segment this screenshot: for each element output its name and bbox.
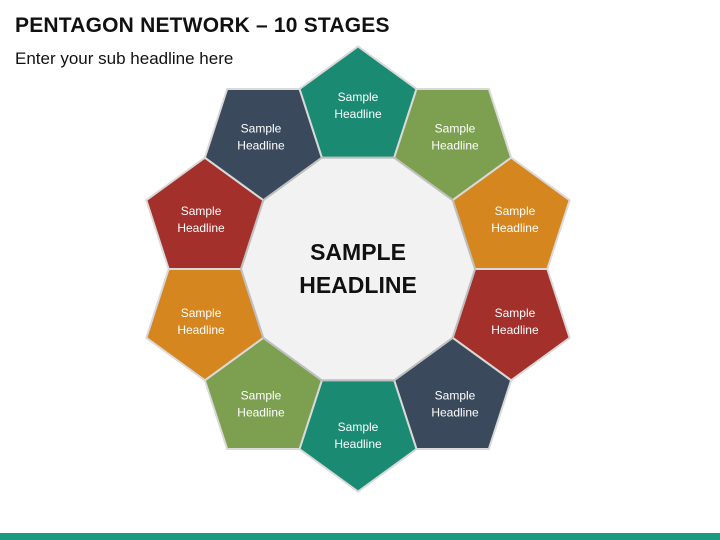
stage-label-line1: Sample (181, 306, 222, 320)
center-decagon (239, 156, 477, 382)
slide-title: PENTAGON NETWORK – 10 STAGES (15, 14, 390, 37)
stage-label-line1: Sample (435, 121, 476, 135)
stage-label-line2: Headline (237, 138, 285, 152)
stage-label-line1: Sample (338, 90, 379, 104)
stage-label-line2: Headline (334, 437, 382, 451)
stage-label-line2: Headline (431, 406, 479, 420)
stage-label-line2: Headline (431, 138, 479, 152)
stage-label-line1: Sample (181, 204, 222, 218)
stage-label-line1: Sample (495, 204, 536, 218)
stage-label-line2: Headline (177, 221, 225, 235)
stage-label-line2: Headline (491, 323, 539, 337)
stage-label-line2: Headline (237, 406, 285, 420)
stage-label-line2: Headline (334, 107, 382, 121)
stage-label-line1: Sample (495, 306, 536, 320)
center-headline-line2: HEADLINE (299, 272, 417, 298)
stage-label-line2: Headline (491, 221, 539, 235)
center-headline-line1: SAMPLE (310, 239, 406, 265)
stage-label-line2: Headline (177, 323, 225, 337)
stage-label-line1: Sample (241, 389, 282, 403)
stages-layer: SampleHeadlineSampleHeadlineSampleHeadli… (145, 45, 571, 493)
stage-label-line1: Sample (241, 121, 282, 135)
slide-subtitle: Enter your sub headline here (15, 49, 234, 68)
center-layer: SAMPLE HEADLINE (239, 156, 477, 382)
stage-label-line1: Sample (435, 389, 476, 403)
stage-label-line1: Sample (338, 420, 379, 434)
bottom-accent-bar (0, 533, 720, 540)
